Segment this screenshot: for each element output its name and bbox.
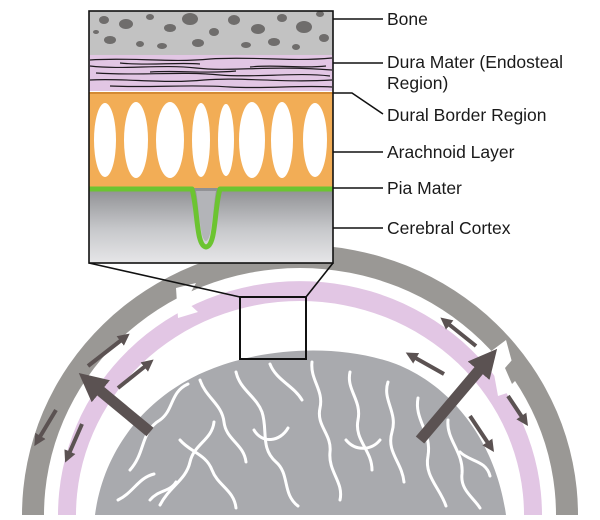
dura-fibers	[89, 57, 333, 89]
brain-sulci	[116, 360, 492, 510]
label-cerebral-cortex: Cerebral Cortex	[387, 218, 511, 238]
arrow-right-down-2	[468, 414, 494, 452]
bone-pores	[93, 11, 329, 50]
zoom-connector-right	[305, 262, 334, 298]
arrow-left-up-1	[86, 333, 130, 368]
inset-pia-mater	[89, 186, 333, 250]
zoom-region-box	[239, 296, 307, 360]
label-dural-border-region: Dural Border Region	[387, 105, 547, 125]
skull-cross-section	[22, 245, 578, 515]
arrow-left-down-2	[64, 423, 84, 463]
label-arachnoid-layer: Arachnoid Layer	[387, 142, 515, 162]
label-pia-mater: Pia Mater	[387, 178, 462, 198]
label-bone: Bone	[387, 9, 428, 29]
arachnoid-trabeculae	[94, 102, 327, 178]
leader-lines	[333, 18, 384, 229]
arrow-left-large	[78, 373, 154, 437]
arrow-right-up-2	[405, 352, 445, 376]
arrow-left-down-1	[34, 408, 58, 447]
leader-dural-border	[333, 92, 384, 115]
arrow-right-large	[415, 348, 498, 444]
bone-fracture-left	[176, 283, 198, 318]
inset-frame	[88, 10, 334, 264]
zoom-connector-left	[88, 262, 241, 298]
label-dura-mater-line1: Dura Mater (Endosteal	[387, 52, 564, 72]
arrow-right-down-1	[506, 394, 528, 426]
inset-dura-layer	[89, 55, 333, 91]
label-dura-mater-line2: Region)	[387, 73, 449, 93]
arrow-right-up-1	[440, 317, 478, 348]
meninges-inset	[89, 11, 333, 263]
arrow-left-up-2	[116, 359, 154, 390]
